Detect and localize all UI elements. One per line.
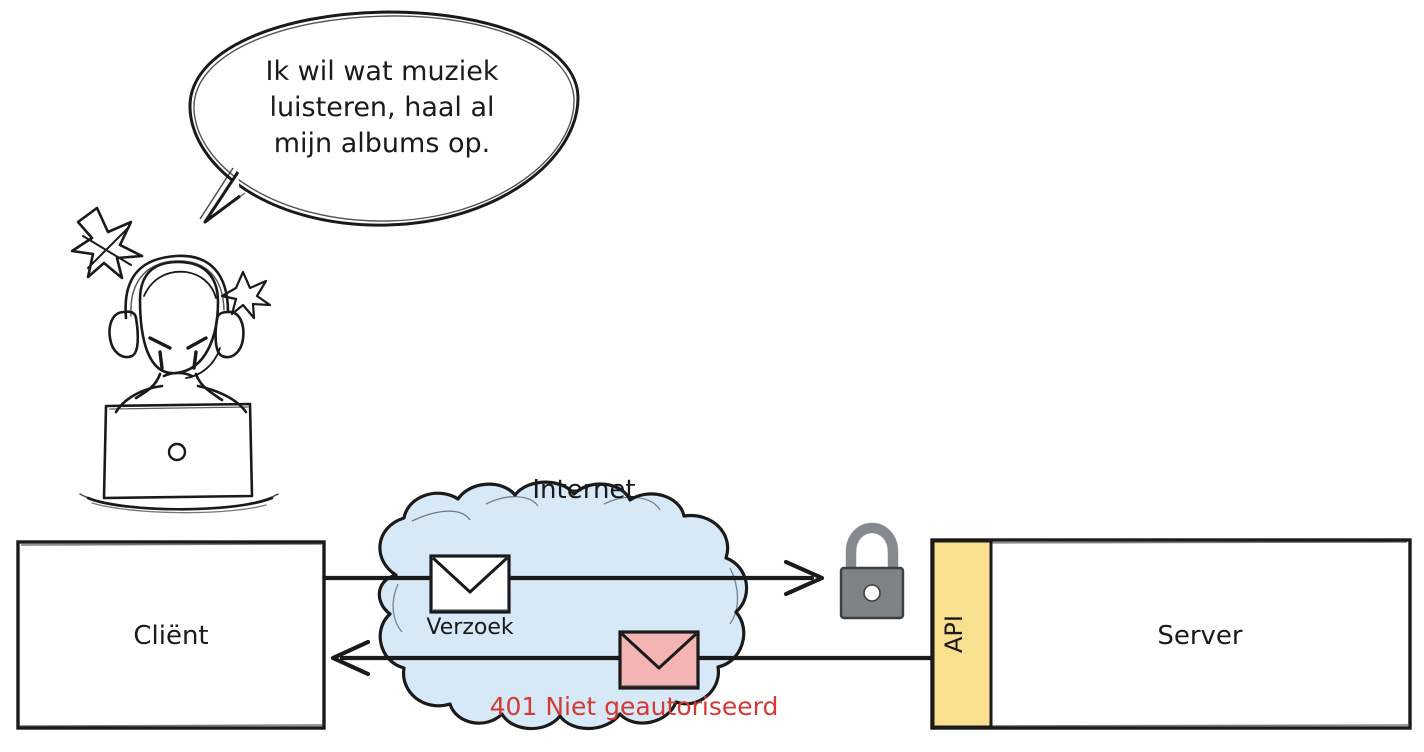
api-strip-rect[interactable] xyxy=(931,539,993,729)
speech-line-1: Ik wil wat muziek xyxy=(266,56,499,87)
response-envelope-flap xyxy=(620,632,698,670)
anger-mark-icon xyxy=(70,206,144,280)
angry-user-at-laptop xyxy=(70,206,279,514)
speech-bubble-outline xyxy=(188,10,580,227)
client-box-edge-top xyxy=(20,543,323,546)
client-box-rect[interactable] xyxy=(16,540,326,730)
speech-line-2: luisteren, haal al xyxy=(269,92,494,123)
server-box-rect[interactable] xyxy=(930,538,1412,730)
speech-line-3: mijn albums op. xyxy=(274,128,491,159)
client-box-label: Cliënt xyxy=(133,621,208,651)
speech-bubble-tail xyxy=(203,171,241,224)
request-envelope-label: Verzoek xyxy=(426,615,513,640)
cloud-sketch-5 xyxy=(729,567,739,625)
server-box-label: Server xyxy=(1157,621,1243,651)
client-box-edge-bottom xyxy=(19,724,324,727)
request-envelope-icon: Verzoek xyxy=(426,554,514,640)
speech-bubble-outline-2 xyxy=(193,15,575,222)
internet-cloud-label: Internet xyxy=(532,475,635,505)
server-box-edge-top xyxy=(935,541,1408,544)
padlock-shackle-shade xyxy=(845,522,899,576)
request-arrow xyxy=(323,559,825,597)
cloud-sketch-3 xyxy=(603,496,661,511)
request-envelope-body xyxy=(429,554,511,614)
client-box[interactable]: Cliënt xyxy=(16,540,326,730)
response-envelope-icon xyxy=(618,630,700,690)
cloud-sketch-1 xyxy=(411,510,471,522)
response-envelope-body xyxy=(618,630,700,690)
response-arrowhead xyxy=(330,639,371,677)
server-box-edge-bottom xyxy=(935,724,1409,727)
speech-bubble: Ik wil wat muziek luisteren, haal al mij… xyxy=(188,10,580,227)
padlock-shackle xyxy=(846,522,898,575)
padlock-icon xyxy=(839,522,905,620)
api-strip[interactable]: API xyxy=(931,539,993,729)
speech-bubble-tail-2 xyxy=(199,167,234,220)
api-strip-label: API xyxy=(940,615,968,653)
speech-bubble-tail-3 xyxy=(205,192,246,222)
padlock-keyhole xyxy=(863,584,881,602)
server-box[interactable]: API Server xyxy=(930,538,1412,730)
cloud-sketch-2 xyxy=(485,496,539,507)
request-arrowhead xyxy=(783,559,825,597)
request-envelope-flap xyxy=(431,556,509,594)
response-status-text: 401 Niet geautoriseerd xyxy=(490,692,779,721)
cloud-sketch-4 xyxy=(392,583,403,633)
